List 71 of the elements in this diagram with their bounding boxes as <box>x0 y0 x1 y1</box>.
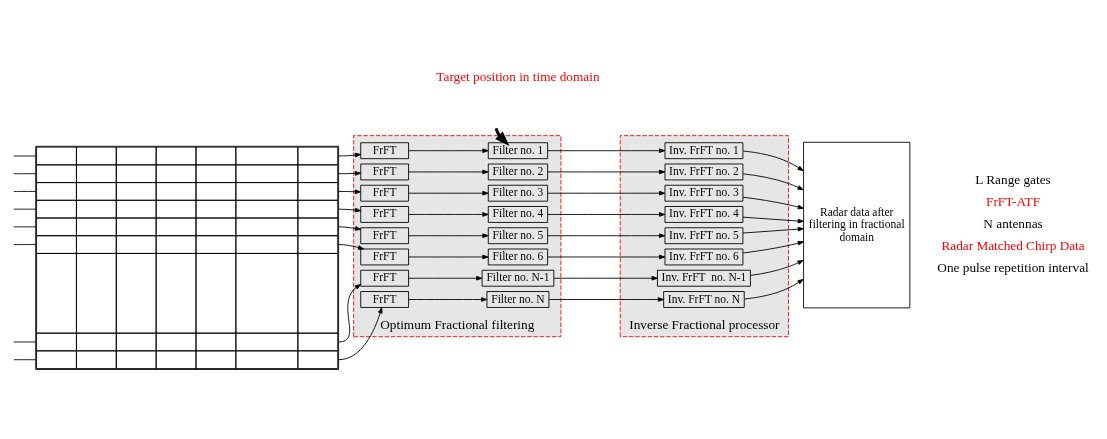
connector <box>13 172 37 174</box>
arrow <box>408 254 489 259</box>
label: Radar Matched Chirp Data <box>941 237 1085 253</box>
arrow <box>742 150 804 171</box>
node-box: Inv. FrFT no. N-1 <box>657 269 751 287</box>
connector <box>13 341 37 342</box>
node-box: FrFT <box>360 163 409 180</box>
arrow <box>742 240 804 253</box>
arrow <box>338 207 362 212</box>
arrow <box>408 169 489 174</box>
connector <box>13 243 37 245</box>
arrow <box>338 225 362 231</box>
node-box: Filter no. 6 <box>487 248 549 265</box>
arrow <box>408 275 483 281</box>
arrow <box>750 259 804 276</box>
connector <box>13 358 37 360</box>
node-box: Inv. FrFT no. 4 <box>664 205 744 223</box>
arrow <box>553 275 658 281</box>
node-text: Target position in time domain <box>436 68 600 84</box>
node-box: Filter no. N <box>486 290 550 308</box>
connector <box>13 190 37 192</box>
arrow <box>408 211 489 217</box>
label: L Range gates <box>975 171 1051 187</box>
node-box: Filter no. 3 <box>487 184 549 202</box>
node-box: FrFT <box>360 269 409 287</box>
node-box: Filter no. N-1 <box>481 269 555 287</box>
node-box: FrFT <box>360 205 409 223</box>
arrow <box>408 232 489 238</box>
node-box: Filter no. 5 <box>487 226 549 244</box>
arrow <box>742 196 804 209</box>
arrow <box>547 232 666 238</box>
arrow <box>338 170 361 176</box>
arrow <box>742 216 804 223</box>
node-box: Inv. FrFT no. 1 <box>664 141 744 159</box>
arrow <box>408 296 488 302</box>
connector <box>13 208 37 210</box>
node-box: Inv. FrFT no. N <box>663 290 745 308</box>
label: One pulse repetition interval <box>937 259 1089 275</box>
node-box: Filter no. 4 <box>487 205 549 223</box>
node-box: Inv. FrFT no. 3 <box>664 184 744 202</box>
arrow <box>338 283 362 342</box>
node-box: FrFT <box>360 290 409 308</box>
arrow <box>547 211 666 217</box>
arrow <box>338 188 361 194</box>
arrow <box>338 243 365 250</box>
arrow <box>547 254 666 259</box>
arrow <box>547 190 666 195</box>
node-box: FrFT <box>360 248 409 265</box>
arrow <box>548 296 665 302</box>
connector <box>13 155 37 156</box>
arrow <box>408 190 489 195</box>
node-box: FrFT <box>360 226 409 244</box>
node-box: FrFT <box>360 184 409 202</box>
label: FrFT-ATF <box>986 193 1041 209</box>
label: N antennas <box>983 215 1043 231</box>
node-box: Radar data after filtering in fractional domain <box>803 141 911 308</box>
arrow <box>742 226 804 233</box>
node-box: Inv. FrFT no. 5 <box>664 226 744 244</box>
connector <box>13 225 37 227</box>
arrow <box>547 169 666 174</box>
arrow <box>744 278 804 299</box>
node-box: Filter no. 2 <box>487 163 549 180</box>
arrow <box>338 306 383 360</box>
node-box: FrFT <box>360 141 409 159</box>
arrow <box>547 147 666 153</box>
node-box: Inv. FrFT no. 6 <box>664 248 744 265</box>
arrow <box>742 172 804 190</box>
node-box: Inv. FrFT no. 2 <box>664 163 744 180</box>
node-box: Filter no. 1 <box>487 141 549 159</box>
arrow <box>408 147 489 153</box>
arrow <box>338 152 362 157</box>
